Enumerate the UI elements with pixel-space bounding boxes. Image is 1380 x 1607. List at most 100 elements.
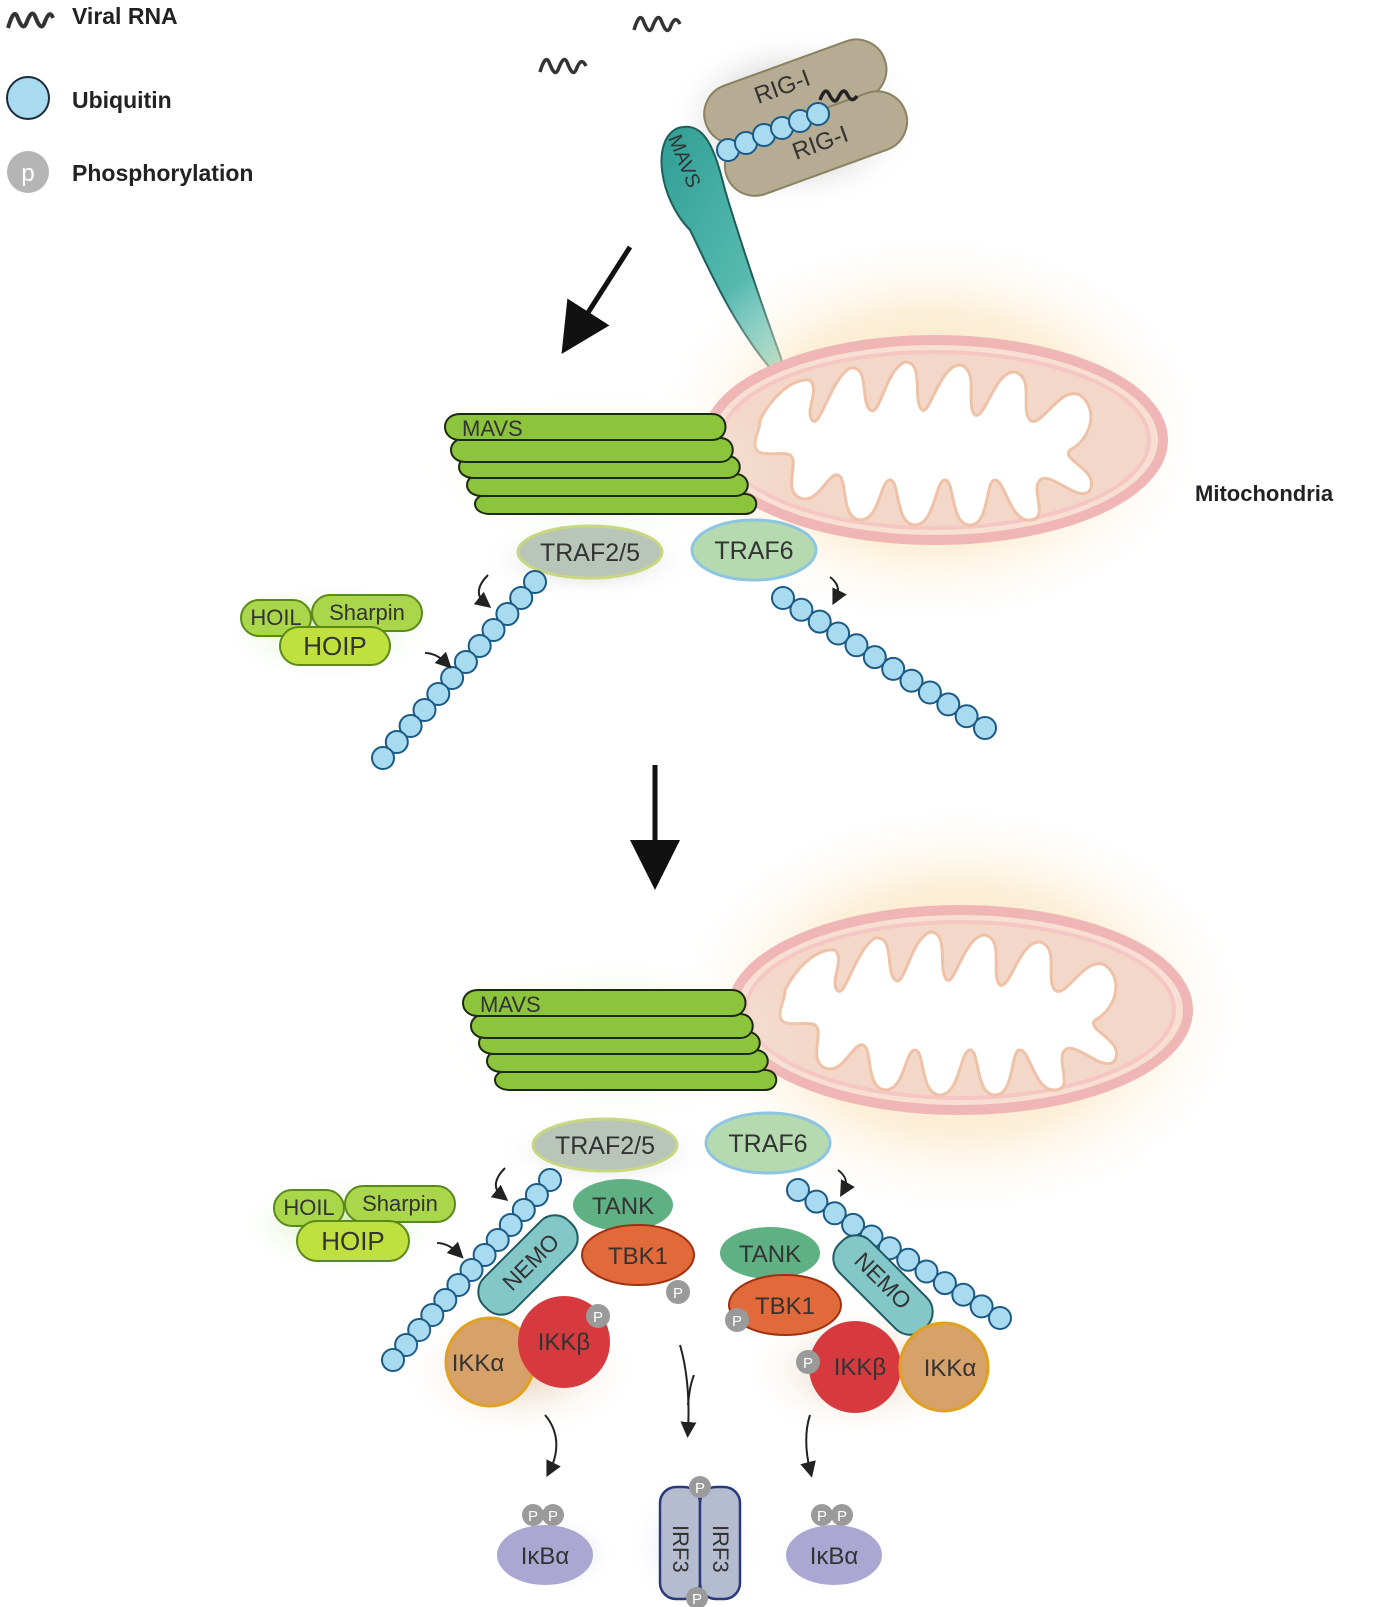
ubiquitin <box>954 704 979 729</box>
viral-rna-icon <box>632 15 682 33</box>
ubiquitin <box>453 650 478 674</box>
irf3-label: IRF3 <box>668 1525 693 1573</box>
ubiquitin <box>509 586 534 610</box>
svg-text:P: P <box>548 1508 558 1525</box>
mitochondria-2 <box>670 800 1250 1220</box>
mavs-aggregate-1: MAVS <box>410 380 790 560</box>
ubiquitin <box>786 1178 810 1202</box>
tbk1-protein <box>581 1224 695 1286</box>
ubiquitin <box>789 597 814 622</box>
sharpin-label: Sharpin <box>362 1191 438 1216</box>
ikba-left-product: P P IκBα <box>497 1504 616 1595</box>
nemo-protein <box>477 1214 579 1316</box>
sharpin-protein <box>344 1185 456 1223</box>
ikkb-label: IKKβ <box>834 1354 887 1381</box>
svg-text:P: P <box>692 1591 702 1607</box>
small-arrow <box>687 1374 695 1406</box>
ubiquitin <box>498 1213 523 1237</box>
traf6-protein <box>704 1111 832 1175</box>
small-arrow <box>800 1414 816 1478</box>
hoil-label: HOIL <box>283 1195 334 1220</box>
legend-p-symbol: p <box>21 160 34 187</box>
ikka-protein <box>898 1321 990 1413</box>
svg-text:P: P <box>528 1508 538 1525</box>
svg-text:P: P <box>837 1508 847 1525</box>
lubac-complex-1: HOIL Sharpin HOIP <box>220 580 440 684</box>
ikba-label: IκBα <box>521 1543 570 1570</box>
ubiquitin <box>914 1259 939 1284</box>
ubiquitin <box>771 586 795 610</box>
hoil-label: HOIL <box>250 605 301 630</box>
viral-rna-icon <box>6 11 55 29</box>
ubiquitin <box>459 1258 484 1282</box>
hoip-label: HOIP <box>321 1226 385 1256</box>
traf6-label: TRAF6 <box>728 1130 807 1158</box>
phosphorylation-mark: P <box>666 1280 690 1304</box>
ubiquitin <box>951 1282 976 1307</box>
mitochondria-label: Mitochondria <box>1195 481 1334 506</box>
svg-text:P: P <box>732 1313 742 1330</box>
ubiquitin <box>862 645 887 670</box>
ubiquitin <box>917 680 942 705</box>
phospho-marks: P P P P <box>586 1280 820 1374</box>
ubiquitin <box>844 633 869 658</box>
svg-text:P: P <box>695 1480 705 1497</box>
ubiquitin-chain <box>771 586 997 740</box>
irf3-protein <box>698 1485 742 1601</box>
svg-text:P: P <box>673 1285 683 1302</box>
ubiquitin <box>412 698 437 722</box>
ikba-protein <box>497 1525 593 1585</box>
traf6-protein <box>690 518 818 582</box>
lubac-complex-2: HOIL Sharpin HOIP <box>233 1173 456 1277</box>
irf3-dimer: IRF3 IRF3 P P <box>625 1476 765 1607</box>
svg-text:P: P <box>593 1309 603 1326</box>
ubiquitin <box>467 634 492 658</box>
ubiquitin <box>523 570 547 594</box>
traf25-protein <box>516 524 664 580</box>
ubiquitin <box>472 1243 497 1267</box>
tbk1-protein <box>728 1274 842 1336</box>
ubiquitin <box>398 714 423 738</box>
tank-protein <box>720 1227 820 1279</box>
ikba-label: IκBα <box>810 1543 859 1570</box>
svg-text:P: P <box>803 1355 813 1372</box>
ubiquitin <box>495 602 520 626</box>
ubiquitin <box>969 1294 994 1319</box>
tank-protein <box>573 1179 673 1231</box>
viral-rna-icon <box>818 89 859 103</box>
ubiquitin <box>446 1273 471 1297</box>
hoip-protein <box>296 1220 410 1262</box>
small-arrow <box>679 1344 697 1438</box>
hoip-protein <box>279 626 391 666</box>
irf3-label: IRF3 <box>708 1525 733 1573</box>
ubiquitin <box>822 1201 847 1226</box>
ikba-right-product: P P IκBα <box>774 1504 886 1595</box>
tank-label: TANK <box>592 1193 654 1220</box>
rig-i-complex: RIG-I RIG-I <box>665 30 925 210</box>
mavs-stack-label: MAVS <box>462 416 523 441</box>
traf25-protein <box>531 1117 679 1173</box>
ikkb-protein <box>809 1321 901 1413</box>
tbk1-ikk-complex-right: TANK TBK1 NEMO IKKβ IKKα <box>720 1227 990 1440</box>
tbk1-label: TBK1 <box>755 1293 815 1320</box>
ubiquitin <box>433 1288 458 1312</box>
free-viral-rna <box>538 15 682 75</box>
phosphorylation-legend-icon <box>7 151 49 193</box>
cristae <box>778 930 1119 1097</box>
small-arrow <box>544 1414 561 1478</box>
tbk1-ikk-complex-left: TANK TBK1 NEMO IKKα IKKβ <box>400 1179 695 1440</box>
traf-complex-1: TRAF2/5 TRAF6 <box>480 518 818 600</box>
ubiquitin <box>881 656 906 681</box>
traf25-label: TRAF2/5 <box>555 1132 655 1160</box>
tbk1-label: TBK1 <box>608 1243 668 1270</box>
sharpin-label: Sharpin <box>329 600 405 625</box>
ubiquitin <box>524 1183 549 1207</box>
ubiquitin-chain <box>716 102 830 162</box>
ubiquitin <box>804 1189 829 1214</box>
small-arrow <box>473 574 492 609</box>
ikkb-label: IKKβ <box>538 1329 591 1356</box>
small-arrow <box>837 1169 855 1197</box>
ubiquitin <box>538 1168 562 1192</box>
ikba-protein <box>786 1525 882 1585</box>
